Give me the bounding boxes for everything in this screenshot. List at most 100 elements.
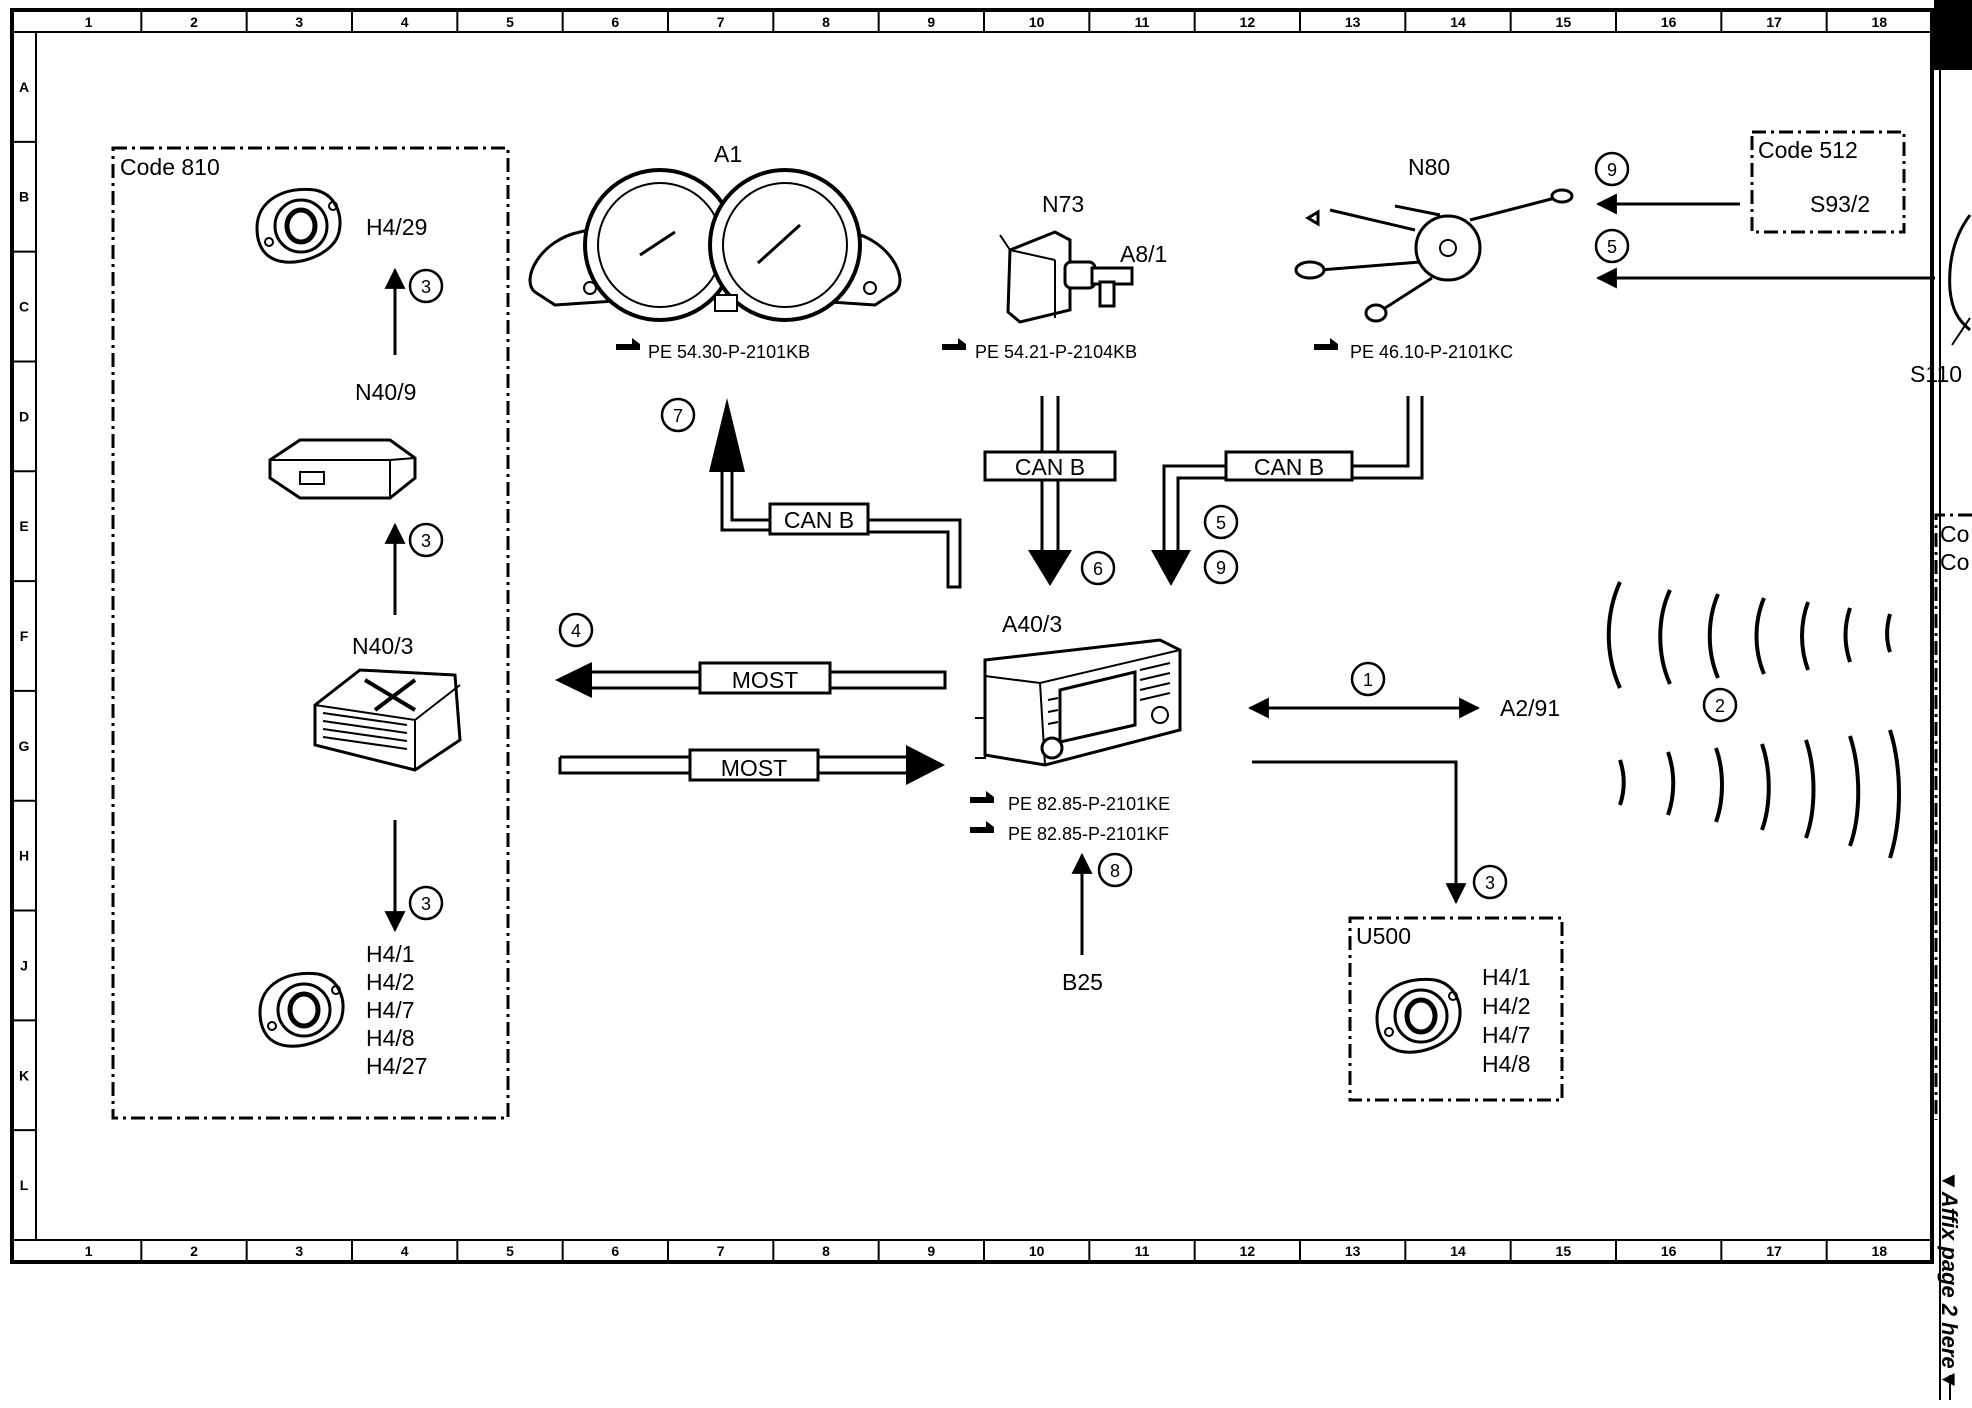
most-line-out: MOST [555, 661, 947, 698]
most-label: MOST [732, 667, 798, 693]
callout-8: 8 [1097, 852, 1133, 888]
callout-3: 3 [408, 522, 444, 558]
column-marker: 14 [1450, 14, 1466, 30]
most-label: MOST [721, 755, 787, 781]
column-marker: 4 [401, 1243, 409, 1259]
callout-1: 1 [1350, 661, 1386, 697]
row-marker: D [19, 408, 29, 424]
column-marker: 11 [1135, 1243, 1150, 1259]
amplifier-icon [313, 668, 462, 772]
head-unit-icon [975, 638, 1182, 767]
svg-text:2: 2 [1715, 696, 1725, 716]
row-marker: C [19, 299, 29, 315]
column-marker: 13 [1345, 14, 1361, 30]
column-marker: 12 [1240, 14, 1256, 30]
svg-text:H4/8: H4/8 [1482, 1051, 1531, 1077]
a40-3-label: A40/3 [1002, 611, 1062, 637]
most-line-in: MOST [558, 745, 945, 785]
column-marker: 8 [822, 1243, 830, 1259]
svg-text:3: 3 [421, 277, 431, 297]
a2-91-label: A2/91 [1500, 695, 1560, 721]
n40-9-label: N40/9 [355, 379, 416, 405]
can-b-line-a1: CAN B [709, 398, 962, 589]
column-marker: 8 [822, 14, 830, 30]
svg-text:1: 1 [1363, 670, 1373, 690]
svg-text:H4/8: H4/8 [366, 1025, 415, 1051]
svg-text:H4/27: H4/27 [366, 1053, 427, 1079]
svg-text:9: 9 [1607, 160, 1617, 180]
svg-text:H4/7: H4/7 [1482, 1022, 1531, 1048]
row-marker: K [19, 1067, 29, 1083]
code512-box [1750, 130, 1906, 234]
callout-2: 2 [1702, 687, 1738, 723]
column-marker: 3 [295, 1243, 303, 1259]
column-marker: 10 [1029, 14, 1045, 30]
code512-label: Code 512 [1758, 137, 1858, 163]
code810-box [111, 146, 510, 1120]
u500-box [1348, 916, 1564, 1102]
svg-text:H4/2: H4/2 [366, 969, 415, 995]
svg-text:7: 7 [673, 406, 683, 426]
affix-note: ▼Affix page 2 here▼ [1937, 1170, 1962, 1390]
svg-text:3: 3 [421, 894, 431, 914]
svg-text:8: 8 [1110, 861, 1120, 881]
speaker-icon [255, 187, 342, 264]
row-marker: L [20, 1177, 29, 1193]
n40-3-label: N40/3 [352, 633, 413, 659]
column-marker: 2 [190, 14, 198, 30]
column-marker: 6 [611, 1243, 619, 1259]
svg-text:PE 82.85-P-2101KE: PE 82.85-P-2101KE [1008, 794, 1170, 814]
column-marker: 10 [1029, 1243, 1045, 1259]
column-marker: 18 [1872, 14, 1888, 30]
svg-text:H4/2: H4/2 [1482, 993, 1531, 1019]
row-marker: A [19, 79, 29, 95]
row-marker: E [19, 518, 28, 534]
can-b-line-n80: CAN B [1151, 396, 1424, 586]
s110-label: S110 [1910, 361, 1962, 387]
b25-label: B25 [1062, 969, 1103, 995]
steering-column-module-icon [1294, 188, 1574, 323]
svg-text:4: 4 [571, 621, 581, 641]
speaker-icon [1375, 977, 1462, 1054]
row-marker: J [20, 957, 28, 973]
column-marker: 7 [717, 1243, 725, 1259]
column-marker: 11 [1135, 14, 1150, 30]
a8-1-label: A8/1 [1120, 241, 1167, 267]
right-edge-label-1: Co [1940, 521, 1969, 547]
row-marker: H [19, 848, 29, 864]
s93-2-label: S93/2 [1810, 191, 1870, 217]
speakers-code810-list: H4/1 H4/2 H4/7 H4/8 H4/27 [366, 941, 427, 1079]
ref-a40-3-1: PE 82.85-P-2101KE [970, 791, 1170, 814]
row-marker: B [19, 189, 29, 205]
callout-3: 3 [408, 885, 444, 921]
column-marker: 1 [85, 14, 93, 30]
column-marker: 4 [401, 14, 409, 30]
callout-9: 9 [1203, 549, 1239, 585]
row-marker: F [20, 628, 29, 644]
column-marker: 16 [1661, 14, 1677, 30]
can-b-line-n73: CAN B [983, 396, 1117, 586]
ref-n73: PE 54.21-P-2104KB [942, 338, 1137, 362]
ref-n80: PE 46.10-P-2101KC [1314, 338, 1513, 362]
callout-3: 3 [408, 268, 444, 304]
column-marker: 6 [611, 14, 619, 30]
column-marker: 9 [927, 14, 935, 30]
callout-3: 3 [1472, 864, 1508, 900]
column-marker: 7 [717, 14, 725, 30]
ignition-switch-icon [999, 230, 1134, 324]
column-marker: 13 [1345, 1243, 1361, 1259]
ref-a1: PE 54.30-P-2101KB [616, 338, 810, 362]
column-marker: 5 [506, 1243, 514, 1259]
column-marker: 17 [1766, 14, 1782, 30]
column-marker: 14 [1450, 1243, 1466, 1259]
column-marker: 15 [1556, 1243, 1572, 1259]
n73-label: N73 [1042, 191, 1084, 217]
svg-text:PE 46.10-P-2101KC: PE 46.10-P-2101KC [1350, 342, 1513, 362]
can-b-label: CAN B [784, 507, 854, 533]
speakers-u500-list: H4/1 H4/2 H4/7 H4/8 [1482, 964, 1531, 1077]
column-marker: 18 [1872, 1243, 1888, 1259]
can-b-label: CAN B [1015, 454, 1085, 480]
instrument-cluster-icon [528, 168, 902, 322]
